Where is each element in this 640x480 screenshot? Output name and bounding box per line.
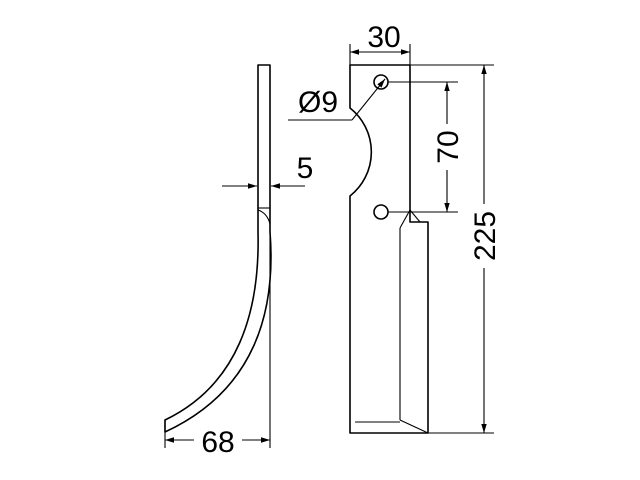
thickness-dimension: 5: [222, 152, 314, 189]
hole-spacing-label: 70: [432, 130, 465, 163]
hole-diameter-dimension: Ø9: [288, 78, 386, 121]
front-view: [349, 64, 429, 434]
top-width-dimension: 30: [349, 21, 411, 66]
thickness-label: 5: [297, 152, 314, 185]
hole-spacing-dimension: 70: [388, 81, 465, 213]
blade-side-profile: [164, 64, 272, 433]
total-length-label: 225: [469, 211, 502, 261]
bevel-bottom-corner: [399, 419, 429, 434]
upper-mounting-hole: [373, 74, 389, 90]
hole-diameter-label: Ø9: [298, 86, 338, 119]
bevel-top-left: [399, 209, 411, 229]
bottom-width-dimension: 68: [164, 236, 271, 459]
top-width-label: 30: [367, 21, 400, 54]
blade-front-outline: [349, 64, 429, 434]
lower-mounting-hole: [373, 204, 389, 220]
bend-tangent-arc: [257, 209, 271, 225]
total-length-dimension: 225: [410, 64, 502, 434]
bottom-width-label: 68: [201, 426, 234, 459]
side-view: [164, 64, 272, 433]
